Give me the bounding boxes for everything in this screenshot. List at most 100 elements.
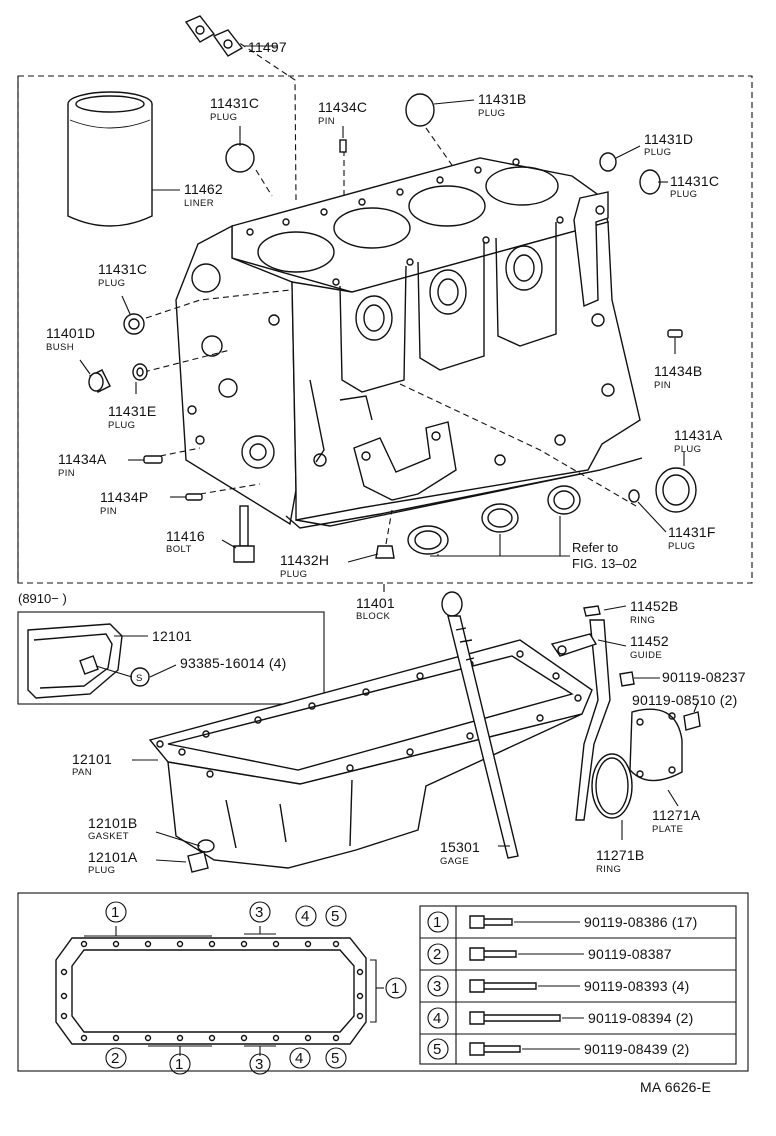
part-number-label: 11431C	[98, 261, 147, 277]
part-number-label: 11462	[184, 181, 223, 197]
part-number-label: 12101	[72, 751, 112, 767]
refer-figure-label: FIG. 13–02	[572, 556, 637, 571]
part-name-label: PIN	[58, 468, 75, 479]
inset-oil-pan-drawing: S	[27, 623, 177, 699]
part-name-label: GUIDE	[630, 650, 662, 661]
part-name-label: BOLT	[166, 544, 192, 555]
part-number-label: 11431C	[670, 173, 719, 189]
block-leader-lines	[79, 45, 685, 563]
part-name-label: PAN	[72, 767, 92, 778]
part-number-label: 11431D	[644, 131, 693, 147]
part-name-label: RING	[596, 864, 621, 875]
part-number-label: 11452B	[630, 598, 678, 614]
part-name-label: RING	[630, 615, 655, 626]
part-number-label: 11271A	[652, 807, 701, 823]
bolt-row-number: 5	[433, 1041, 441, 1058]
part-number-label: 11401D	[46, 325, 95, 341]
bolt-row-number: 1	[433, 914, 441, 931]
gasket-outline-drawing	[55, 926, 384, 1056]
part-number-label: 11434B	[654, 363, 702, 379]
block-section-frame	[17, 75, 753, 584]
part-name-label: PLUG	[668, 541, 695, 552]
marker-number: 2	[111, 1050, 119, 1067]
part-number-label: 11452	[630, 633, 669, 649]
block-small-parts	[67, 15, 697, 563]
part-number-label: 12101B	[88, 815, 137, 831]
figure-code: MA 6626-E	[640, 1079, 711, 1095]
gasket-circle-markers	[105, 901, 407, 1075]
bolt-row-number: 2	[433, 946, 441, 963]
part-number-label: 11431C	[210, 95, 259, 111]
part-name-label: PIN	[318, 116, 335, 127]
marker-number: 1	[391, 980, 399, 997]
part-name-label: PLUG	[674, 444, 701, 455]
part-number-label: 11497	[248, 39, 287, 55]
part-number-label: 12101A	[88, 849, 138, 865]
part-name-label: PLUG	[88, 865, 115, 876]
bolt-legend-box-frame	[17, 892, 749, 1072]
part-number-label: 11432H	[280, 552, 329, 568]
part-number-label: 93385-16014 (4)	[180, 655, 287, 671]
bolt-row-part: 90119-08386 (17)	[584, 914, 697, 930]
oil-pan-drawing	[132, 639, 593, 873]
bolt-row-number: 3	[433, 978, 441, 995]
bolt-row-part: 90119-08387	[588, 946, 672, 962]
bolt-table-rows: 1 90119-08386 (17) 2 90119-08387 3 90119…	[433, 914, 697, 1058]
marker-number: 5	[331, 908, 339, 925]
inset-box-frame	[17, 611, 325, 705]
part-name-label: LINER	[184, 198, 214, 209]
part-number-label: 90119-08510 (2)	[632, 692, 737, 708]
marker-number: 4	[301, 908, 309, 925]
marker-number: 1	[111, 904, 119, 921]
bolt-row-part: 90119-08439 (2)	[584, 1041, 689, 1057]
part-name-label: PLUG	[280, 569, 307, 580]
marker-number: 1	[175, 1056, 183, 1073]
bolt-row-number: 4	[433, 1010, 441, 1027]
bolt-row-part: 90119-08393 (4)	[584, 978, 689, 994]
part-number-label: 11401	[356, 595, 395, 611]
bolt-table-grid	[419, 905, 737, 1065]
date-code-label: (8910− )	[18, 591, 67, 606]
part-number-label: 11431F	[668, 524, 716, 540]
part-name-label: PLUG	[98, 278, 125, 289]
marker-number: 3	[255, 904, 263, 921]
part-name-label: GAGE	[440, 856, 469, 867]
part-number-label: 11416	[166, 528, 205, 544]
part-number-label: 15301	[440, 839, 480, 855]
part-number-label: 11431A	[674, 427, 723, 443]
gage-guide-drawing	[550, 605, 701, 821]
part-name-label: PLATE	[652, 824, 683, 835]
block-assembly-lines	[143, 37, 637, 545]
part-name-label: PLUG	[108, 420, 135, 431]
part-name-label: PIN	[100, 506, 117, 517]
bolt-row-part: 90119-08394 (2)	[588, 1010, 693, 1026]
gasket-marker-numbers: 1 3 4 5 1 2 1 3 4 5	[111, 904, 399, 1073]
part-name-label: PLUG	[210, 112, 237, 123]
part-name-label: BLOCK	[356, 611, 390, 622]
part-number-label: 11434A	[58, 451, 107, 467]
part-name-label: PLUG	[670, 189, 697, 200]
part-name-label: PLUG	[478, 108, 505, 119]
marker-number: 5	[331, 1050, 339, 1067]
part-name-label: GASKET	[88, 831, 129, 842]
part-name-label: PIN	[654, 380, 671, 391]
plate-and-ring-drawing	[591, 708, 683, 840]
part-name-label: PLUG	[644, 147, 671, 158]
part-number-label: 11431B	[478, 91, 526, 107]
callout-labels: 11497 11431C PLUG 11434C PIN 11431B PLUG…	[18, 39, 746, 876]
marker-number: 3	[255, 1056, 263, 1073]
part-number-label: 11271B	[596, 847, 644, 863]
part-number-label: 12101	[152, 628, 192, 644]
part-number-label: 90119-08237	[662, 669, 746, 685]
oil-level-gage-drawing	[441, 591, 519, 859]
part-number-label: 11431E	[108, 403, 156, 419]
part-number-label: 11434P	[100, 489, 148, 505]
cylinder-block-drawing	[175, 157, 643, 529]
marker-number: 4	[295, 1050, 303, 1067]
part-number-label: 11434C	[318, 99, 367, 115]
part-name-label: BUSH	[46, 342, 74, 353]
refer-to-label: Refer to	[572, 540, 618, 555]
inset-s-symbol: S	[136, 673, 143, 684]
